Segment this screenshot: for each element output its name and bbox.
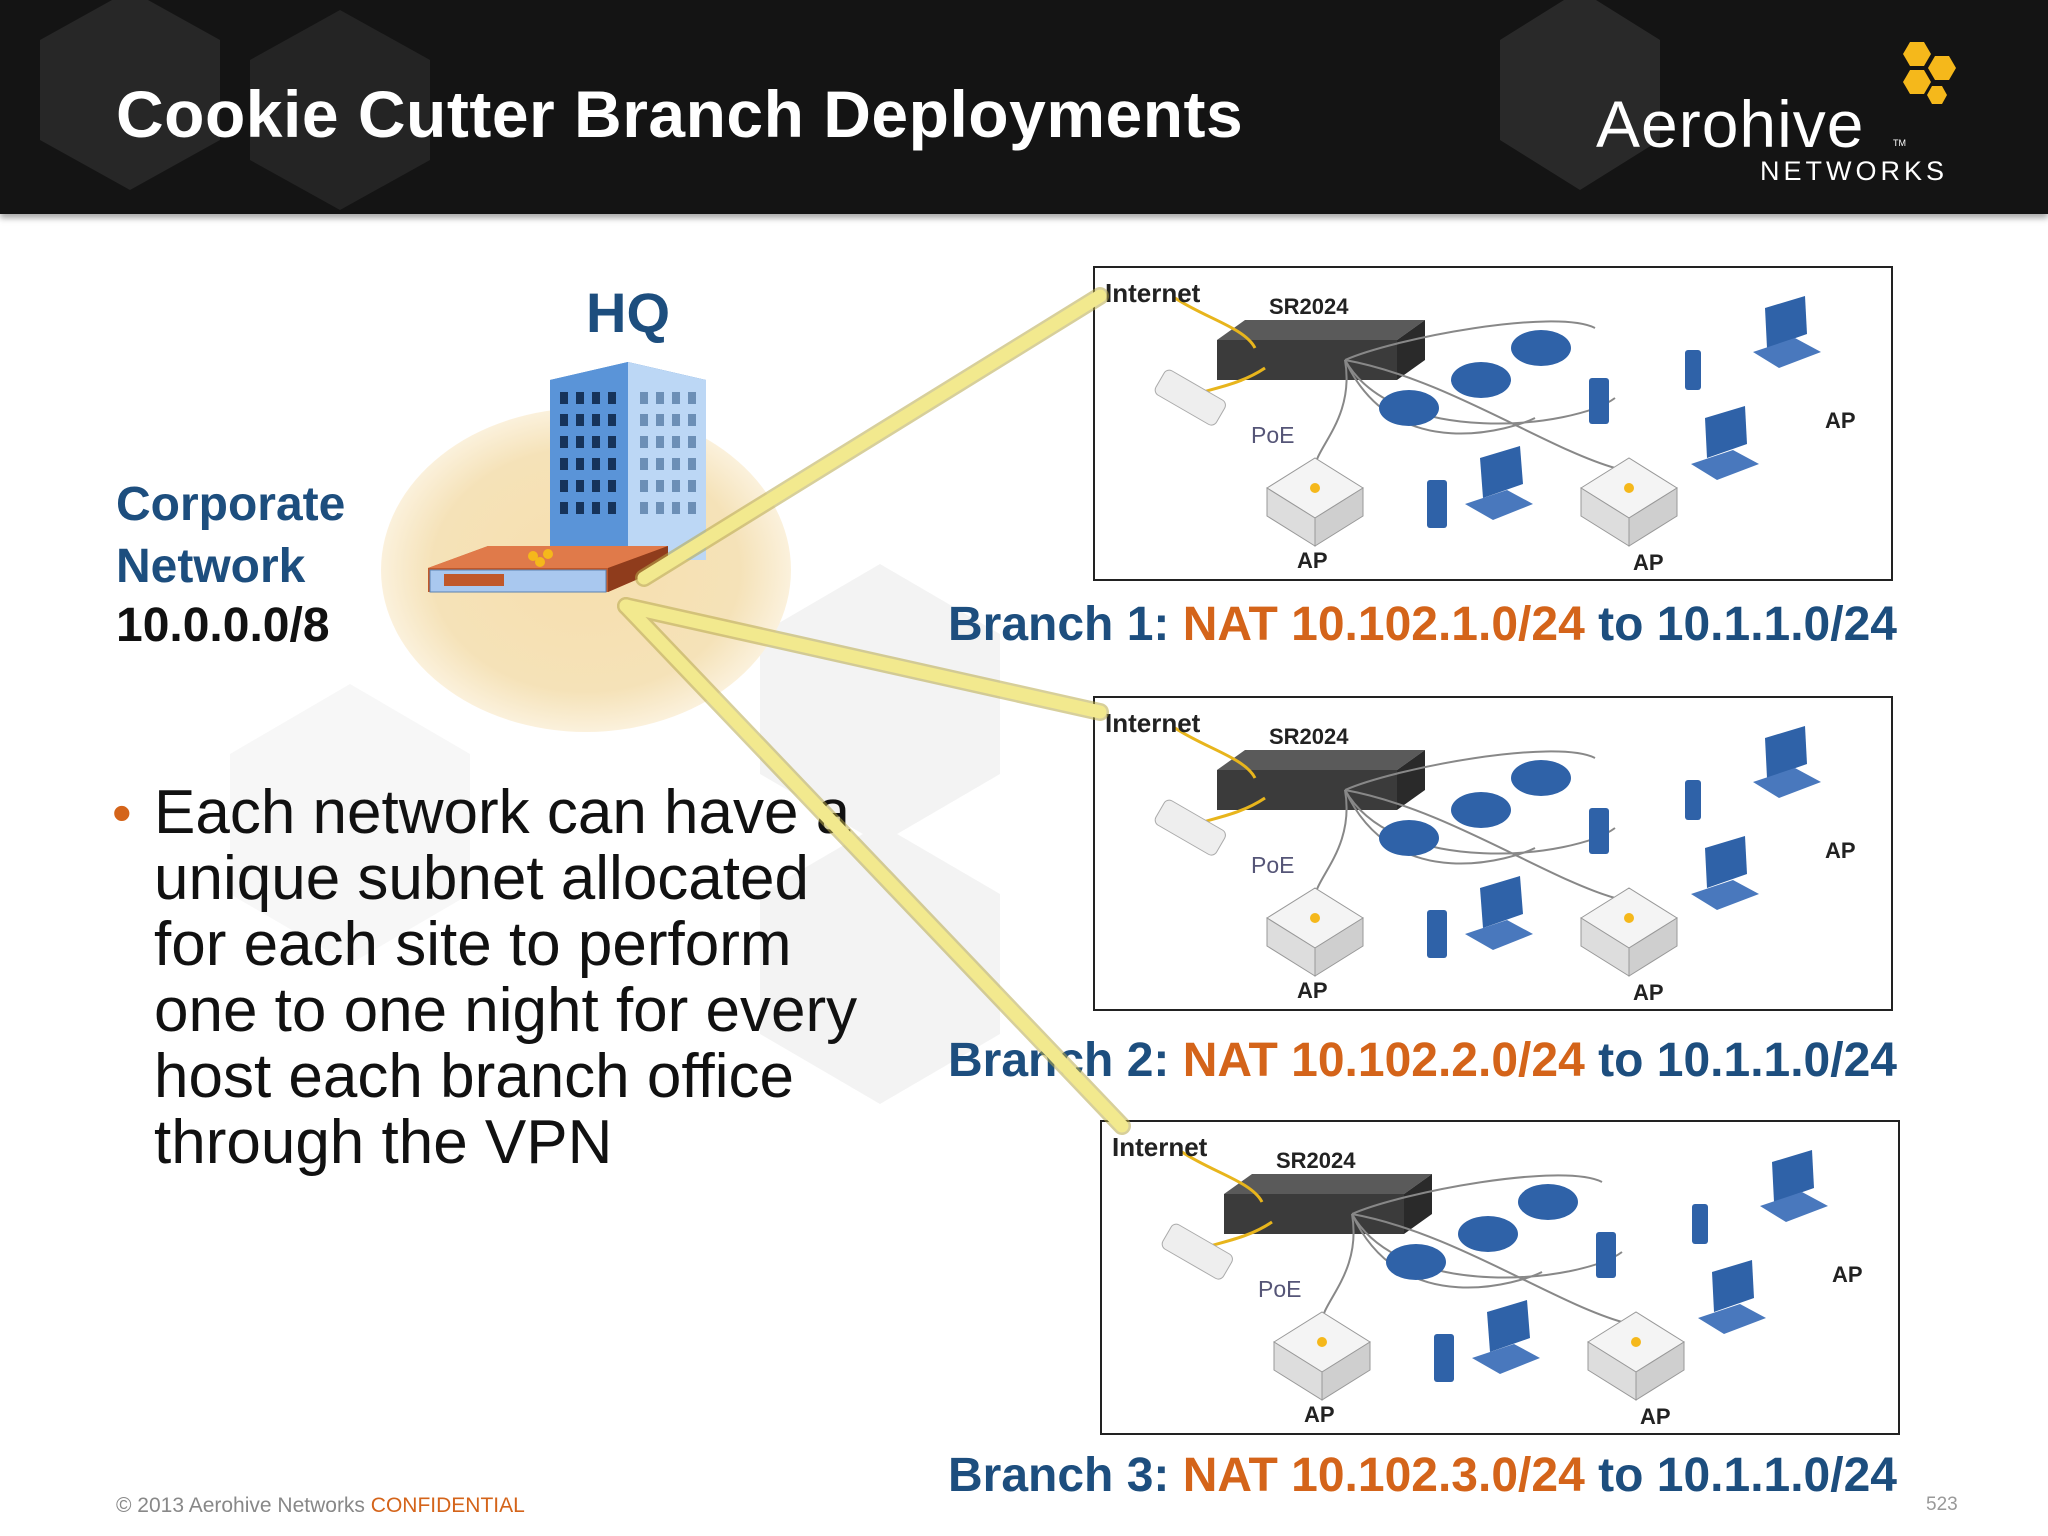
vpn-link-branch-3 xyxy=(619,599,1129,1133)
slide-title: Cookie Cutter Branch Deployments xyxy=(116,77,1244,151)
branch-1-target: 10.1.1.0/24 xyxy=(1656,598,1897,651)
vpn-link-branch-1 xyxy=(637,289,1107,585)
branch-2-router-label: SR2024 xyxy=(1269,724,1349,749)
branch-3-poe-label: PoE xyxy=(1258,1276,1302,1302)
branch-2-diagram: Internet SR2024 PoE AP AP AP xyxy=(1093,696,1893,1011)
branch-1-nat: NAT 10.102.1.0/24 xyxy=(1182,598,1585,651)
branch-2-network-drawing xyxy=(1154,726,1821,977)
logo-wordmark: Aerohive xyxy=(1596,87,1865,161)
bullet-text: Each network can have a unique subnet al… xyxy=(154,778,858,1177)
aerohive-logo-icon xyxy=(1903,42,1956,104)
logo-trademark: TM xyxy=(1893,138,1906,148)
branch-1-name: Branch 1: xyxy=(948,598,1170,651)
branch-2-ap-label-1: AP xyxy=(1297,978,1328,1003)
vpn-link-branch-2 xyxy=(619,599,1107,719)
logo-subtitle: NETWORKS xyxy=(1760,156,1949,186)
branch-3-name: Branch 3: xyxy=(948,1449,1170,1502)
branch-2-ap-label-3: AP xyxy=(1825,838,1856,863)
branch-1-to: to xyxy=(1598,598,1644,651)
branch-2-target: 10.1.1.0/24 xyxy=(1656,1034,1897,1087)
branch-1-network-drawing xyxy=(1154,296,1821,547)
branch-3-nat: NAT 10.102.3.0/24 xyxy=(1182,1449,1585,1502)
branch-1-ap-label-2: AP xyxy=(1633,550,1664,575)
branch-3-to: to xyxy=(1598,1449,1644,1502)
corporate-subnet: 10.0.0.0/8 xyxy=(116,599,330,652)
header-hex-pattern xyxy=(40,0,1660,210)
branch-1-router-label: SR2024 xyxy=(1269,294,1349,319)
branch-2-poe-label: PoE xyxy=(1251,852,1295,878)
slide-header: Cookie Cutter Branch Deployments Aerohiv… xyxy=(0,0,2048,214)
branch-1-internet-label: Internet xyxy=(1105,278,1201,308)
branch-3-router-label: SR2024 xyxy=(1276,1148,1356,1173)
branch-3-ap-label-3: AP xyxy=(1832,1262,1863,1287)
branch-3-nat-label: Branch 3: NAT 10.102.3.0/24 to 10.1.1.0/… xyxy=(948,1448,1897,1503)
corporate-network-label: Corporate Network xyxy=(116,478,346,593)
branch-3-network-drawing xyxy=(1161,1150,1828,1401)
hq-building-icon xyxy=(550,362,706,560)
bullet-point: • Each network can have a unique subnet … xyxy=(112,780,892,1176)
branch-3-ap-label-2: AP xyxy=(1640,1404,1671,1429)
branch-2-ap-label-2: AP xyxy=(1633,980,1664,1005)
footer-confidential: CONFIDENTIAL xyxy=(370,1494,525,1517)
branch-1-nat-label: Branch 1: NAT 10.102.1.0/24 to 10.1.1.0/… xyxy=(948,597,1897,652)
branch-3-target: 10.1.1.0/24 xyxy=(1656,1449,1897,1502)
background-hex-watermark xyxy=(230,564,1000,1104)
branch-3-internet-label: Internet xyxy=(1112,1132,1208,1162)
footer-copyright: © 2013 Aerohive Networks xyxy=(116,1494,365,1517)
hq-router-icon xyxy=(428,546,668,593)
branch-2-to: to xyxy=(1598,1034,1644,1087)
branch-2-nat: NAT 10.102.2.0/24 xyxy=(1182,1034,1585,1087)
branch-3-diagram: Internet SR2024 PoE AP AP AP xyxy=(1100,1120,1900,1435)
branch-3-ap-label-1: AP xyxy=(1304,1402,1335,1427)
page-number: 523 xyxy=(1926,1494,1958,1515)
footer: © 2013 Aerohive Networks CONFIDENTIAL xyxy=(116,1494,525,1518)
branch-1-diagram: Internet SR2024 PoE AP AP AP xyxy=(1093,266,1893,581)
branch-1-ap-label-3: AP xyxy=(1825,408,1856,433)
branch-1-ap-label-1: AP xyxy=(1297,548,1328,573)
branch-1-poe-label: PoE xyxy=(1251,422,1295,448)
branch-2-internet-label: Internet xyxy=(1105,708,1201,738)
hq-label: HQ xyxy=(586,281,670,344)
bullet-dot-icon: • xyxy=(112,781,132,844)
